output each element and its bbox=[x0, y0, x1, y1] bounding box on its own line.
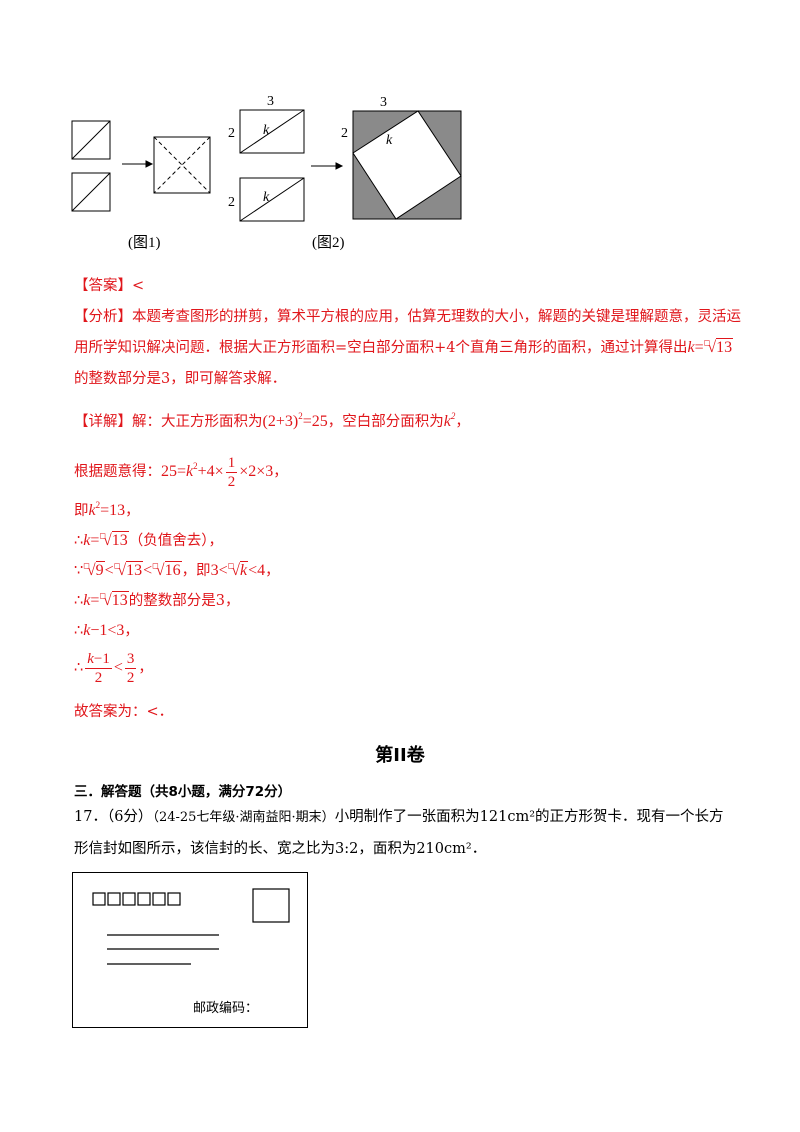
fig2-caption: (图2) bbox=[312, 235, 345, 251]
label-3-big: 3 bbox=[380, 95, 387, 110]
fig1-caption: (图1) bbox=[128, 235, 161, 251]
detail-line-7: ∴k−1<3， bbox=[74, 622, 139, 639]
label-k-bottom: k bbox=[263, 190, 270, 205]
analysis-math: k=◻√13 bbox=[687, 338, 734, 356]
label-2-bottom: 2 bbox=[228, 195, 235, 210]
label-2-top: 2 bbox=[228, 126, 235, 141]
label-3-top: 3 bbox=[267, 94, 274, 109]
question-17-line-2: 形信封如图所示，该信封的长、宽之比为3:2，面积为210cm²． bbox=[74, 841, 487, 857]
detail-line-1: 【详解】解：大正方形面积为(2+3)2=25，空白部分面积为k2， bbox=[74, 411, 470, 431]
label-k-top: k bbox=[263, 123, 270, 138]
detail-line-4: ∴k=◻√13（负值舍去）， bbox=[74, 531, 224, 549]
envelope-drawing bbox=[92, 888, 290, 965]
detail-line-6: ∴k=◻√13的整数部分是3， bbox=[74, 591, 240, 609]
answer-line: 【答案】< bbox=[74, 275, 144, 297]
analysis-line-3: 的整数部分是3，即可解答求解． bbox=[74, 371, 287, 387]
envelope-figure: 邮政编码： bbox=[72, 872, 308, 1028]
label-k-big: k bbox=[386, 133, 393, 148]
answer-value: < bbox=[132, 278, 145, 294]
postal-code-label: 邮政编码： bbox=[193, 1001, 259, 1016]
label-2-big: 2 bbox=[341, 126, 348, 141]
geometry-figure: 3 2 k 2 k 3 2 k bbox=[71, 94, 462, 222]
detail-line-3: 即k2=13， bbox=[74, 500, 140, 520]
answer-label: 【答案】 bbox=[74, 278, 132, 294]
analysis-label: 【分析】 bbox=[74, 309, 132, 325]
detail-line-5: ∵◻√9<◻√13<◻√16，即3<◻√k<4， bbox=[74, 561, 280, 579]
section-title: 第II卷 bbox=[375, 745, 425, 766]
part-heading: 三．解答题（共8小题，满分72分） bbox=[74, 784, 292, 800]
analysis-line-1: 【分析】本题考查图形的拼剪，算术平方根的应用，估算无理数的大小，解题的关键是理解… bbox=[74, 309, 741, 325]
analysis-line-2: 用所学知识解决问题．根据大正方形面积=空白部分面积+4个直角三角形的面积，通过计… bbox=[74, 338, 734, 356]
detail-line-9: 故答案为：<． bbox=[74, 704, 174, 720]
detail-label: 【详解】 bbox=[74, 414, 132, 430]
question-17-line-1: 17．（6分）（24-25七年级·湖南益阳·期末）小明制作了一张面积为121cm… bbox=[74, 809, 724, 825]
